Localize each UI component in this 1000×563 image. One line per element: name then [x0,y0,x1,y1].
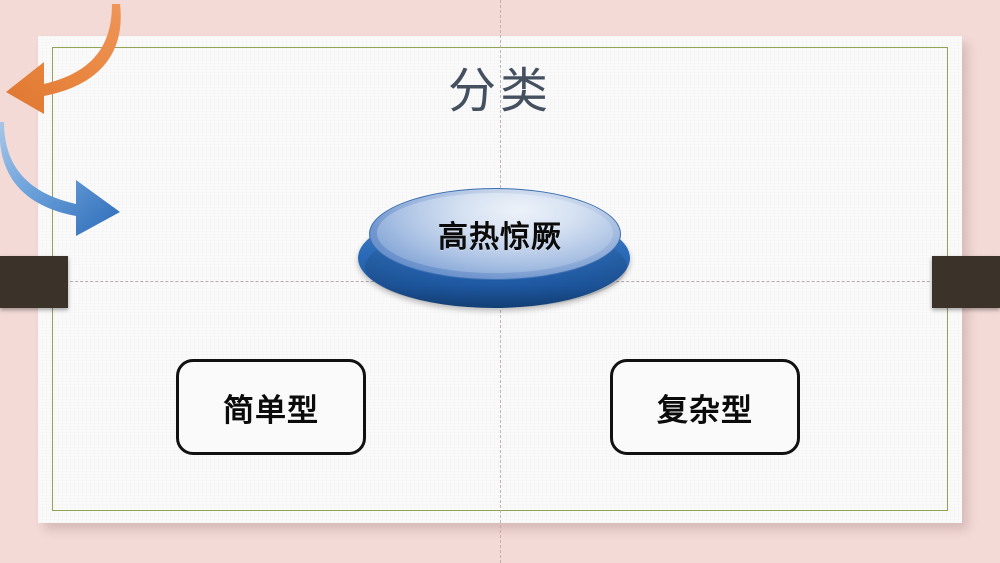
center-node[interactable]: 高热惊厥 [355,186,645,312]
curved-arrow-left-icon [6,4,121,114]
curved-arrow-right-icon [0,122,120,236]
arrow-to-simple [0,0,130,118]
category-box-simple[interactable]: 简单型 [176,359,366,455]
page-title: 分类 [447,63,552,119]
right-tape-bar [932,256,1000,308]
category-label-simple: 简单型 [223,392,319,429]
arrow-to-complex [0,118,130,236]
left-tape-bar [0,256,68,308]
category-box-complex[interactable]: 复杂型 [610,359,800,455]
node-top-highlight [377,193,613,273]
category-label-complex: 复杂型 [657,392,753,429]
center-node-label: 高热惊厥 [438,220,562,255]
